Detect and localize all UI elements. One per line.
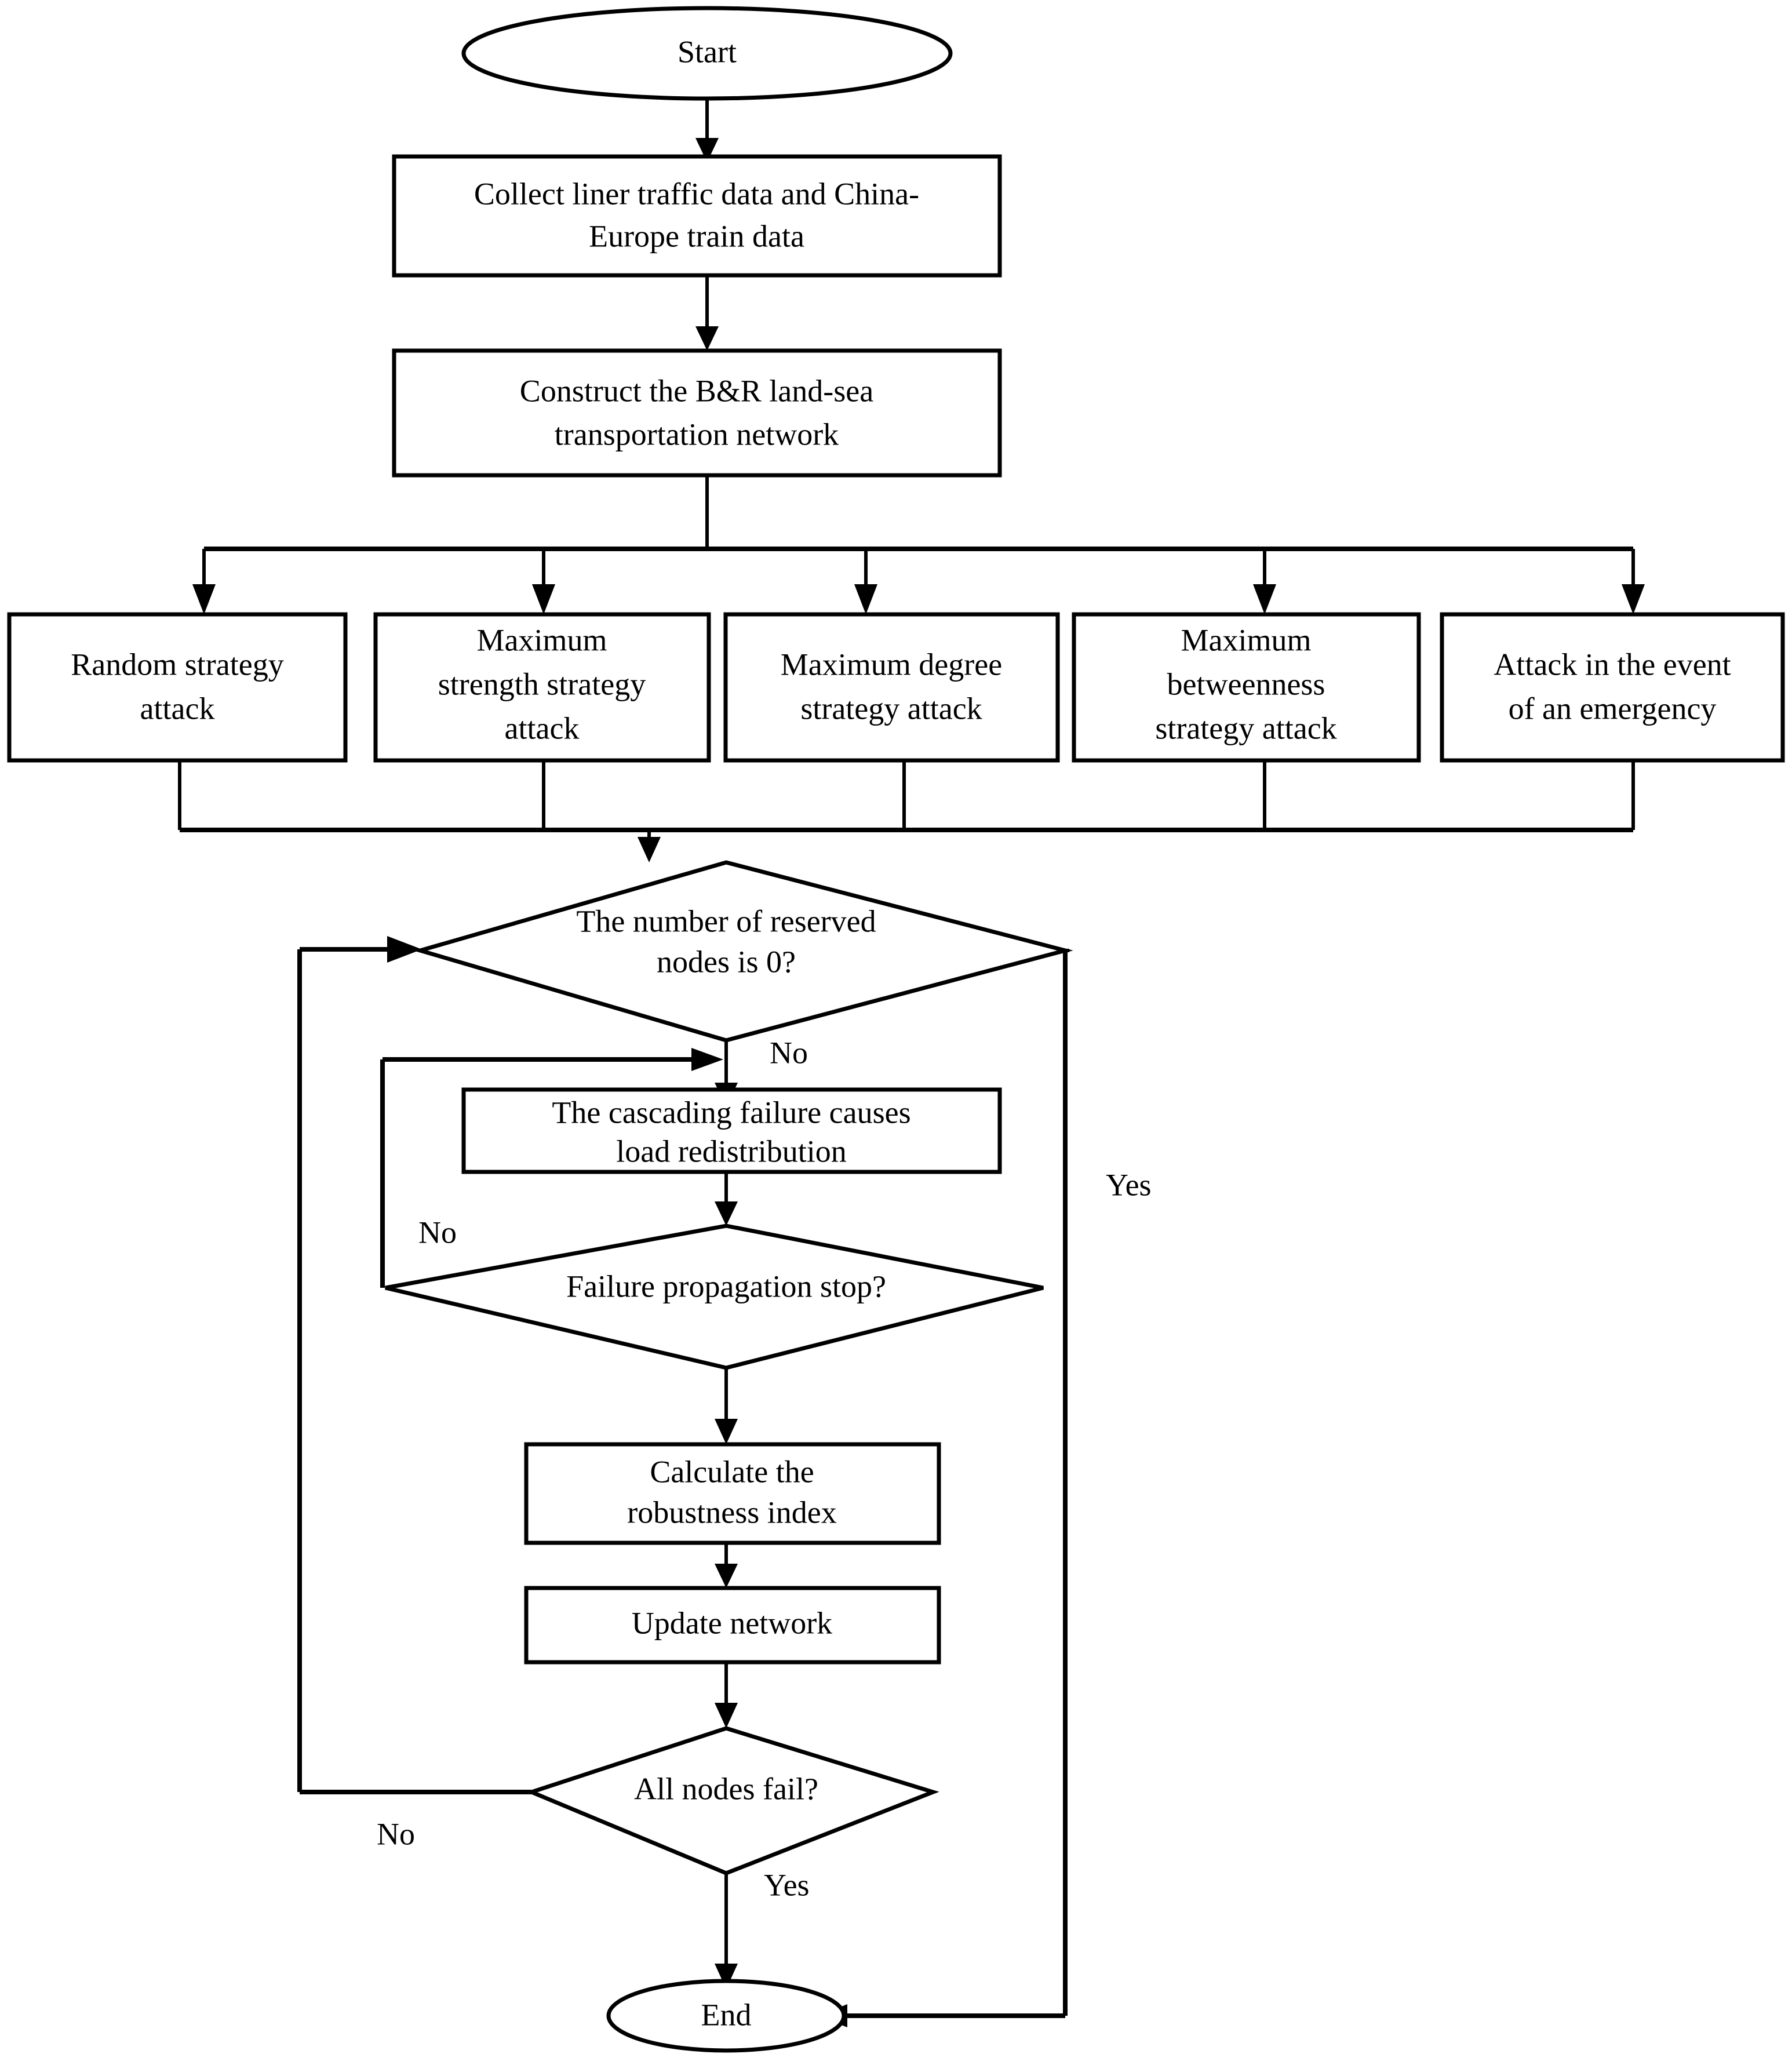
node-update-network[interactable]: Update network: [524, 1586, 941, 1665]
node-reserved-line2: nodes is 0?: [657, 944, 796, 979]
node-attack1-line1: Random strategy: [71, 647, 283, 682]
node-attack4-line3: strategy attack: [1155, 711, 1336, 745]
node-end-label: End: [701, 1997, 752, 2032]
node-maximum-strength-strategy-attack[interactable]: Maximum strength strategy attack: [373, 612, 711, 763]
edge-bus-to-attack1: [192, 549, 216, 614]
node-cascading-line2: load redistribution: [616, 1134, 846, 1168]
edge-bus-to-attack3: [854, 549, 877, 614]
node-attack1-line2: attack: [140, 691, 215, 726]
edge-bus-to-reserved: [638, 830, 661, 862]
node-attack3-line1: Maximum degree: [781, 647, 1002, 682]
node-attack-emergency[interactable]: Attack in the event of an emergency: [1440, 612, 1785, 763]
node-collect-line2: Europe train data: [589, 218, 804, 253]
node-construct-network[interactable]: Construct the B&R land-sea transportatio…: [392, 348, 1002, 478]
edge-robustness-to-update: [715, 1542, 738, 1588]
node-robustness-line1: Calculate the: [650, 1454, 814, 1489]
edge-bus-to-attack4: [1253, 549, 1276, 614]
edge-label-reserved-yes: Yes: [1106, 1167, 1152, 1202]
node-collect-data[interactable]: Collect liner traffic data and China- Eu…: [392, 154, 1002, 278]
edge-allfail-yes: [715, 1873, 738, 1989]
edge-bus-to-attack2: [532, 549, 555, 614]
edge-attacks-merge-bus: [178, 760, 1635, 832]
edge-propagation-no: [380, 1048, 723, 1288]
node-propagation-label: Failure propagation stop?: [566, 1269, 886, 1303]
node-attack2-line2: strength strategy: [438, 667, 646, 701]
node-attack4-line2: betweenness: [1167, 667, 1325, 701]
edge-cascading-to-propagation: [715, 1171, 738, 1226]
edge-bus-to-attack5: [1622, 549, 1645, 614]
node-all-nodes-fail-decision[interactable]: All nodes fail?: [525, 1726, 939, 1875]
node-construct-line1: Construct the B&R land-sea: [520, 373, 873, 408]
node-attack4-line1: Maximum: [1181, 622, 1312, 657]
node-allfail-label: All nodes fail?: [634, 1771, 818, 1806]
node-collect-line1: Collect liner traffic data and China-: [474, 176, 919, 211]
node-robustness-line2: robustness index: [627, 1495, 836, 1529]
node-start-label: Start: [678, 34, 737, 69]
edge-update-to-allfail: [715, 1661, 738, 1728]
edge-collect-to-construct: [695, 274, 719, 351]
edge-label-reserved-no: No: [770, 1035, 808, 1070]
edge-construct-to-bus: [204, 475, 1633, 551]
edge-propagation-to-robustness: [715, 1368, 738, 1444]
node-random-strategy-attack[interactable]: Random strategy attack: [7, 612, 348, 763]
node-construct-line2: transportation network: [555, 417, 839, 451]
edge-allfail-no: [297, 936, 531, 1794]
node-reserved-line1: The number of reserved: [576, 904, 876, 938]
node-end[interactable]: End: [606, 1979, 846, 2053]
edge-label-allfail-yes: Yes: [764, 1867, 810, 1902]
node-cascading-line1: The cascading failure causes: [552, 1095, 910, 1130]
edge-label-propagation-no: No: [418, 1215, 457, 1250]
node-maximum-degree-strategy-attack[interactable]: Maximum degree strategy attack: [723, 612, 1060, 763]
node-maximum-betweenness-strategy-attack[interactable]: Maximum betweenness strategy attack: [1072, 612, 1421, 763]
node-attack3-line2: strategy attack: [800, 691, 982, 726]
node-attack5-line1: Attack in the event: [1494, 647, 1731, 682]
node-update-label: Update network: [632, 1605, 832, 1640]
node-attack2-line1: Maximum: [477, 622, 607, 657]
edge-label-allfail-no: No: [377, 1816, 415, 1851]
node-attack2-line3: attack: [505, 711, 580, 745]
node-calculate-robustness[interactable]: Calculate the robustness index: [524, 1442, 941, 1545]
node-attack5-line2: of an emergency: [1509, 691, 1717, 726]
node-cascading-failure[interactable]: The cascading failure causes load redist…: [461, 1087, 1002, 1174]
node-reserved-nodes-decision[interactable]: The number of reserved nodes is 0?: [413, 860, 1073, 1043]
node-failure-propagation-decision[interactable]: Failure propagation stop?: [385, 1223, 1044, 1370]
node-start[interactable]: Start: [461, 6, 953, 101]
